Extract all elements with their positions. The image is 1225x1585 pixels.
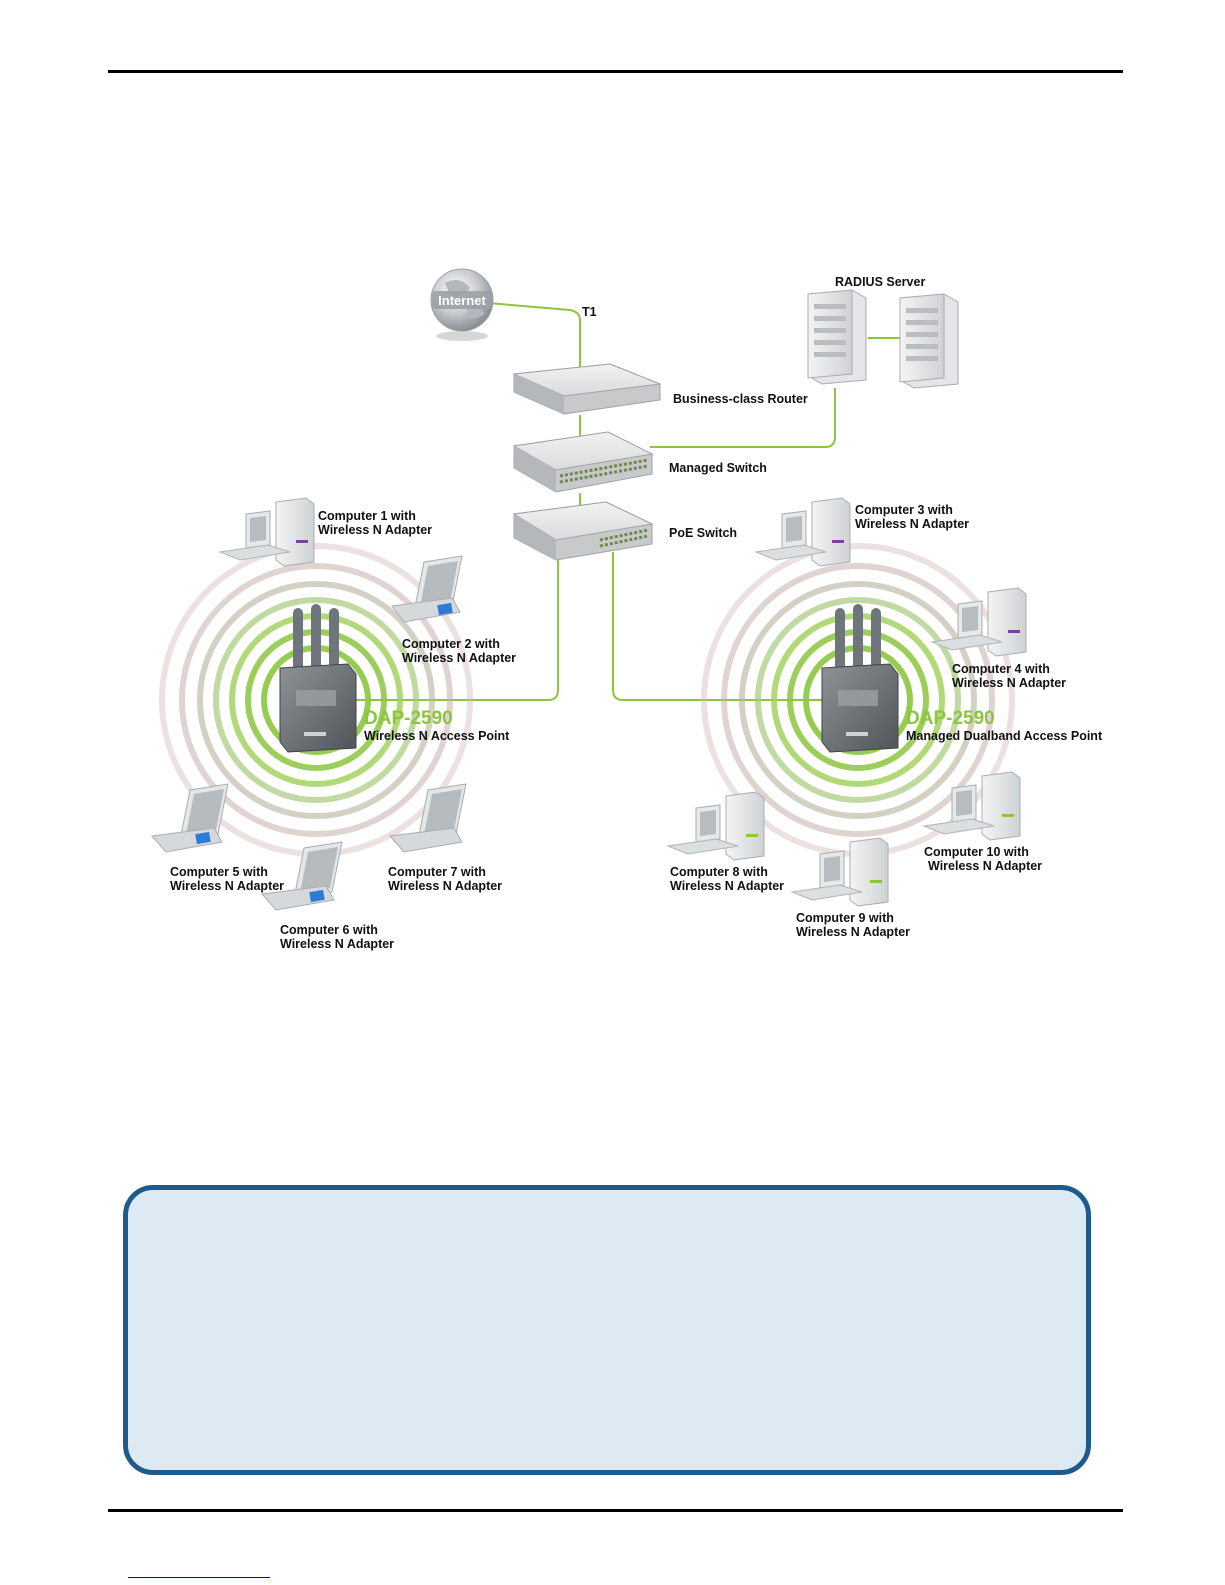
computer-4-label-line1: Computer 4 with (952, 662, 1050, 676)
computer-labels: Computer 1 with Wireless N Adapter Compu… (170, 503, 1066, 951)
computer-8-label-line1: Computer 8 with (670, 865, 768, 879)
computer-6-label-line1: Computer 6 with (280, 923, 378, 937)
managed-switch-label: Managed Switch (669, 461, 767, 475)
computer-4-label-line2: Wireless N Adapter (952, 676, 1066, 690)
computer-10-label-line2: Wireless N Adapter (928, 859, 1042, 873)
computer-8-label-line2: Wireless N Adapter (670, 879, 784, 893)
radius-server-label: RADIUS Server (835, 275, 925, 289)
poe-switch-label: PoE Switch (669, 526, 737, 540)
computer-3-icon (754, 497, 851, 567)
cable-poe-ap-right (612, 552, 822, 701)
radius-server-icon (807, 289, 959, 389)
poe-switch-icon (512, 501, 654, 561)
computer-7-label-line2: Wireless N Adapter (388, 879, 502, 893)
computer-7-label-line1: Computer 7 with (388, 865, 486, 879)
computer-1-label-line2: Wireless N Adapter (318, 523, 432, 537)
computer-9-label-line1: Computer 9 with (796, 911, 894, 925)
internet-label: Internet (438, 293, 486, 308)
computer-2-icon (391, 555, 463, 623)
ap-left-model: DAP-2590 (364, 708, 453, 729)
header-rule (108, 70, 1123, 73)
ap-right-model: DAP-2590 (906, 708, 995, 729)
computer-5-icon (151, 783, 229, 853)
computer-9-label-line2: Wireless N Adapter (796, 925, 910, 939)
access-point-right-icon (821, 604, 899, 753)
computer-2-label-line1: Computer 2 with (402, 637, 500, 651)
computer-9-icon (790, 837, 889, 907)
cable-poe-ap-left (356, 560, 559, 701)
computer-7-icon (389, 783, 467, 853)
computer-8-icon (666, 791, 765, 861)
managed-switch-icon (512, 431, 654, 493)
access-point-left-icon (279, 604, 357, 753)
router-label: Business-class Router (673, 392, 808, 406)
footer-link-underline (128, 1577, 270, 1578)
computer-4-icon (930, 587, 1027, 657)
ap-right-description: Managed Dualband Access Point (906, 729, 1103, 743)
ap-left-description: Wireless N Access Point (364, 729, 510, 743)
computer-10-label-line1: Computer 10 with (924, 845, 1029, 859)
computer-10-icon (922, 771, 1021, 841)
cable-internet-router (487, 302, 581, 370)
computer-6-icon (261, 841, 343, 911)
note-box (123, 1185, 1091, 1475)
computer-3-label-line2: Wireless N Adapter (855, 517, 969, 531)
t1-label: T1 (582, 305, 597, 319)
computer-1-icon (218, 497, 315, 567)
computer-2-label-line2: Wireless N Adapter (402, 651, 516, 665)
computer-3-label-line1: Computer 3 with (855, 503, 953, 517)
footer-rule (108, 1509, 1123, 1512)
network-diagram: Internet T1 RADIUS Server Business-class… (151, 268, 1103, 951)
router-icon (512, 363, 661, 415)
cable-switch-radius (650, 388, 836, 448)
computer-5-label-line2: Wireless N Adapter (170, 879, 284, 893)
internet-globe: Internet (430, 268, 494, 341)
computer-5-label-line1: Computer 5 with (170, 865, 268, 879)
computer-6-label-line2: Wireless N Adapter (280, 937, 394, 951)
computer-1-label-line1: Computer 1 with (318, 509, 416, 523)
cables (356, 302, 900, 701)
